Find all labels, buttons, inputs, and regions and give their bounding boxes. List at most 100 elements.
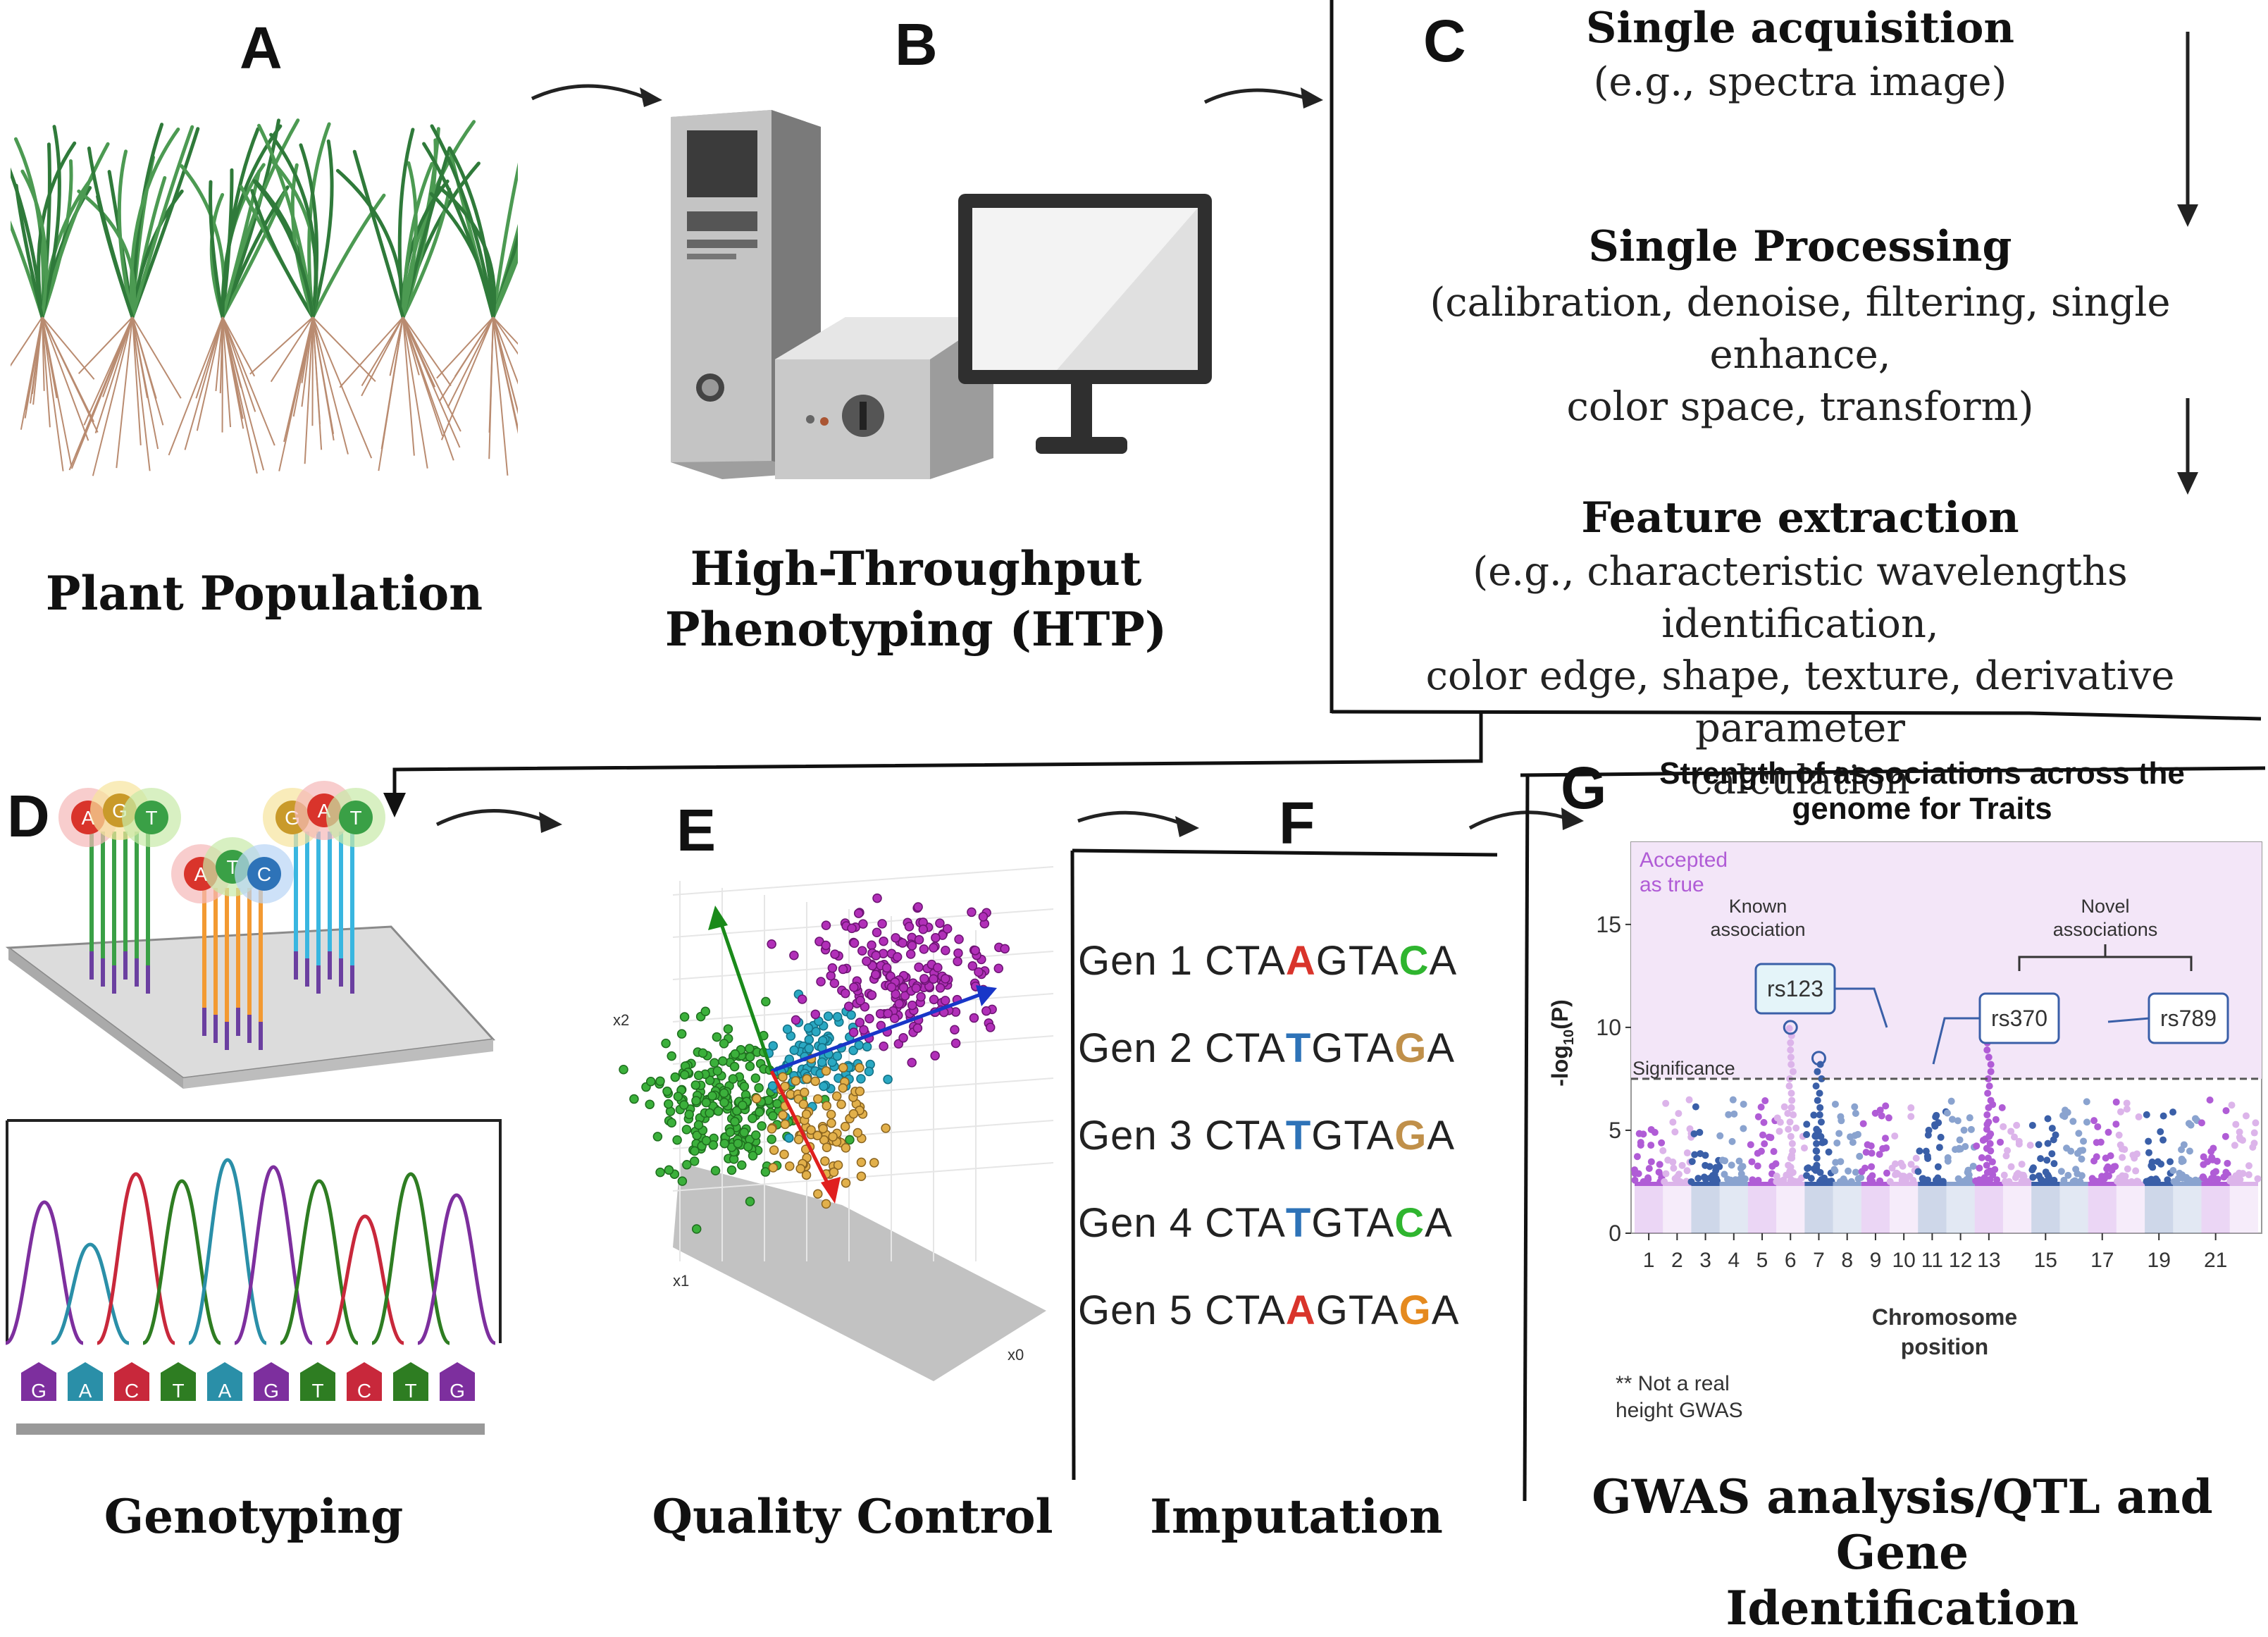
sequence-base: G xyxy=(264,1380,279,1402)
pca-3d-scatter: x2 x1 x0 xyxy=(613,866,1054,1381)
panel-b-caption: High-Throughput Phenotyping (HTP) xyxy=(634,539,1198,660)
significance-label: Significance xyxy=(1632,1058,1735,1079)
sequence-base: C xyxy=(357,1380,371,1402)
known-label-line1: Known xyxy=(1729,896,1787,917)
sequence-segment: GTA xyxy=(1315,1287,1399,1333)
sequence-segment: GTA xyxy=(1315,938,1399,984)
variant-base: C xyxy=(1399,938,1430,984)
manhattan-plot: Strength of associations across the geno… xyxy=(1547,756,2262,1359)
genotype-label: Gen 5 xyxy=(1078,1287,1193,1333)
variant-base: A xyxy=(1285,1287,1316,1333)
probe-base-label: T xyxy=(349,807,361,829)
panel-e-letter: E xyxy=(676,797,717,863)
sequence-segment: A xyxy=(1429,938,1458,984)
sequence-base: G xyxy=(450,1380,465,1402)
variant-base: A xyxy=(1285,938,1316,984)
x-tick-label: 4 xyxy=(1728,1249,1740,1272)
x-tick-label: 11 xyxy=(1921,1249,1943,1272)
x-tick-label: 6 xyxy=(1785,1249,1797,1272)
x-axis-label-line1: Chromosome xyxy=(1872,1304,2017,1330)
genotype-row: Gen 5 CTAAGTAGA xyxy=(1078,1287,1459,1334)
y-axis-label-main: -log xyxy=(1547,1045,1573,1087)
panel-b-caption-line2: Phenotyping (HTP) xyxy=(664,601,1167,657)
axis-label-x2: x2 xyxy=(613,1011,629,1029)
sequence-segment: A xyxy=(1427,1113,1456,1159)
panel-b-caption-line1: High-Throughput xyxy=(690,541,1142,596)
step2-text-line2: color space, transform) xyxy=(1566,383,2034,430)
variant-base: G xyxy=(1394,1113,1427,1159)
panel-c-letter: C xyxy=(1423,8,1466,74)
y-tick-label: 5 xyxy=(1609,1118,1621,1143)
sequence-base: T xyxy=(172,1380,184,1402)
x-tick-label: 19 xyxy=(2148,1249,2171,1272)
panel-g-letter: G xyxy=(1561,755,1607,821)
variant-base: G xyxy=(1399,1287,1432,1333)
sequence-segment: CTA xyxy=(1205,1200,1286,1246)
sequence-base: G xyxy=(31,1380,47,1402)
sequence-base: T xyxy=(404,1380,416,1402)
arrow-e-to-f xyxy=(1077,810,1199,837)
panel-g-caption-line1: GWAS analysis/QTL and Gene xyxy=(1592,1469,2213,1581)
step2-text: (calibration, denoise, filtering, single… xyxy=(1335,277,2265,433)
panel-g-border xyxy=(1520,766,2266,1502)
panel-c-border xyxy=(1330,0,2262,721)
sequence-segment: CTA xyxy=(1205,1025,1286,1071)
accepted-label-line2: as true xyxy=(1640,873,1704,896)
novel-label-line2: associations xyxy=(2053,919,2158,940)
genotype-row: Gen 3 CTATGTAGA xyxy=(1078,1112,1455,1159)
sequence-base: C xyxy=(125,1380,139,1402)
gwas-note-line1: ** Not a real xyxy=(1616,1372,1730,1395)
x-tick-label: 9 xyxy=(1870,1249,1882,1272)
x-tick-label: 15 xyxy=(2034,1249,2057,1272)
variant-base: T xyxy=(1285,1113,1312,1159)
axis-label-x1: x1 xyxy=(673,1272,689,1290)
x-tick-label: 10 xyxy=(1892,1249,1915,1272)
axis-label-x0: x0 xyxy=(1008,1346,1024,1364)
gwas-note: ** Not a real height GWAS xyxy=(1616,1371,1743,1423)
genotype-row: Gen 2 CTATGTAGA xyxy=(1078,1025,1455,1072)
sequence-segment: CTA xyxy=(1205,1287,1286,1333)
sequence-segment: A xyxy=(1427,1025,1456,1071)
sequence-segment: GTA xyxy=(1311,1025,1395,1071)
arrow-d-to-e xyxy=(435,809,562,833)
genotype-row: Gen 4 CTATGTACA xyxy=(1078,1199,1453,1247)
x-tick-label: 3 xyxy=(1699,1249,1711,1272)
panel-d-letter: D xyxy=(7,783,50,849)
plant-population-illustration xyxy=(11,118,518,476)
snp-label-snp3: rs789 xyxy=(2160,1006,2217,1031)
y-axis-label: -log10(P) xyxy=(1547,999,1577,1087)
sequence-base: A xyxy=(218,1380,232,1402)
y-tick-label: 0 xyxy=(1609,1221,1621,1246)
sequence-base: A xyxy=(79,1380,92,1402)
arrow-c-to-d xyxy=(383,712,1483,817)
panel-f-caption: Imputation xyxy=(1150,1489,1443,1544)
x-tick-label: 7 xyxy=(1813,1249,1825,1272)
arrow-a-to-b xyxy=(531,84,662,107)
step3-text-line1: (e.g., characteristic wavelengths identi… xyxy=(1473,549,2128,647)
panel-d-caption: Genotyping xyxy=(104,1489,404,1544)
probe-base-label: C xyxy=(257,863,271,885)
computer-illustration xyxy=(671,110,1212,479)
sequence-segment: GTA xyxy=(1311,1200,1395,1246)
genotype-label: Gen 1 xyxy=(1078,938,1193,984)
snp-label-snp2: rs370 xyxy=(1991,1006,2047,1031)
panel-a-letter: A xyxy=(240,15,283,81)
gwas-title-line2: genome for Traits xyxy=(1792,791,2052,826)
step1-title: Single acquisition xyxy=(1585,4,2015,53)
arrow-f-to-g xyxy=(1468,808,1584,830)
x-axis-label-line2: position xyxy=(1901,1334,1988,1359)
panel-g-caption: GWAS analysis/QTL and Gene Identificatio… xyxy=(1550,1469,2255,1637)
genotype-label: Gen 2 xyxy=(1078,1025,1193,1071)
panel-e-caption: Quality Control xyxy=(652,1489,1053,1544)
sequence-segment: A xyxy=(1425,1200,1453,1246)
x-tick-label: 1 xyxy=(1643,1249,1655,1272)
panel-f-letter: F xyxy=(1279,790,1315,856)
sequence-base: T xyxy=(311,1380,323,1402)
sequence-segment: CTA xyxy=(1205,938,1286,984)
novel-label-line1: Novel xyxy=(2081,896,2129,917)
panel-b-letter: B xyxy=(895,11,938,78)
variant-base: T xyxy=(1285,1200,1312,1246)
known-label-line2: association xyxy=(1710,919,1805,940)
step3-text: (e.g., characteristic wavelengths identi… xyxy=(1335,546,2265,807)
